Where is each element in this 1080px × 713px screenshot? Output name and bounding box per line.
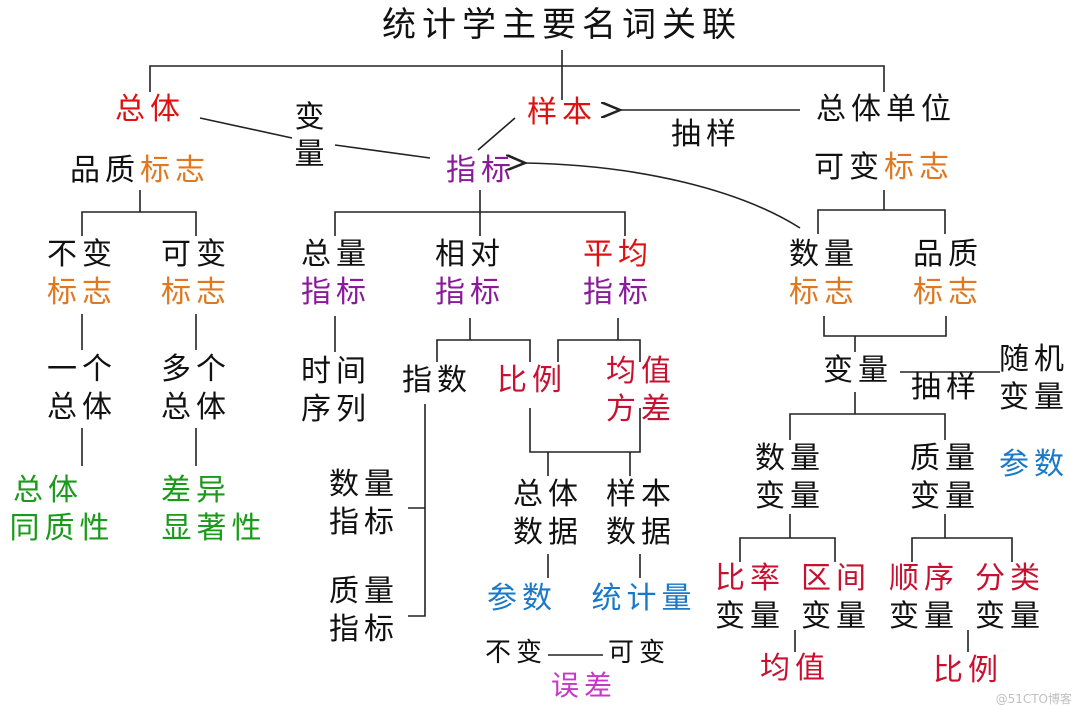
node-indicator: 指标 — [446, 153, 516, 188]
node-statistic: 统计量 — [591, 581, 697, 616]
node-population-data-2: 数据 — [513, 515, 583, 550]
node-sample-data-2: 数据 — [606, 515, 676, 550]
node-index: 指数 — [402, 363, 472, 398]
node-constant-bottom: 不变 — [484, 638, 548, 668]
node-one-population-2: 总体 — [47, 390, 117, 425]
node-multi-population-2: 总体 — [161, 390, 231, 425]
node-relative-indicator-1: 相对 — [435, 237, 505, 272]
node-variable-mark: 可变标志 — [814, 153, 954, 183]
node-quantity-mark-1: 数量 — [789, 237, 859, 272]
node-significance-1: 差异 — [161, 473, 231, 508]
node-quality-variable-2: 变量 — [910, 479, 980, 514]
label-variable-top-2: 量 — [294, 137, 330, 172]
node-ratio-bottom: 比例 — [933, 653, 1003, 688]
node-error: 误差 — [550, 669, 618, 702]
node-variable-mark-part1: 可变 — [814, 150, 884, 185]
node-mean-bottom: 均值 — [760, 651, 830, 686]
node-quantity-indicator-1: 数量 — [329, 467, 399, 502]
node-quality-mark2-2: 标志 — [913, 275, 983, 310]
indicator-arrow — [525, 163, 801, 229]
node-homogeneity-1: 总体 — [13, 473, 83, 508]
node-categorical-variable-1: 分类 — [975, 561, 1045, 596]
node-total-indicator-1: 总量 — [301, 237, 371, 272]
node-sample-data-1: 样本 — [606, 477, 676, 512]
label-sampling-top: 抽样 — [671, 117, 741, 152]
node-significance-2: 显著性 — [161, 511, 267, 546]
node-total-indicator-2: 指标 — [301, 275, 371, 310]
node-sample: 样本 — [527, 95, 597, 130]
node-multi-population-1: 多个 — [161, 352, 231, 387]
node-variable-mark2-2: 标志 — [161, 275, 231, 310]
node-homogeneity-2: 同质性 — [9, 511, 115, 546]
node-variable-mark-part2: 标志 — [884, 150, 954, 185]
node-variable: 变量 — [823, 353, 893, 388]
node-population-data-1: 总体 — [513, 477, 583, 512]
label-sampling-mid: 抽样 — [911, 370, 981, 405]
node-quality-indicator-1: 质量 — [329, 574, 399, 609]
node-quantity-mark-2: 标志 — [789, 275, 859, 310]
node-mean-2: 方差 — [606, 392, 676, 427]
node-quality-mark2-1: 品质 — [913, 237, 983, 272]
node-variable-mark2-1: 可变 — [161, 237, 231, 272]
node-random-variable-2: 变量 — [999, 380, 1069, 415]
node-categorical-variable-2: 变量 — [975, 599, 1045, 634]
node-ratio-variable-2: 变量 — [715, 599, 785, 634]
node-quality-variable-1: 质量 — [910, 441, 980, 476]
node-quantity-indicator-2: 指标 — [329, 505, 399, 540]
node-random-variable-1: 随机 — [999, 342, 1069, 377]
node-constant-mark-1: 不变 — [47, 237, 117, 272]
node-constant-mark-2: 标志 — [47, 275, 117, 310]
node-quantity-variable-1: 数量 — [755, 441, 825, 476]
node-population: 总体 — [115, 92, 185, 127]
node-average-indicator-2: 指标 — [583, 275, 653, 310]
node-interval-variable-2: 变量 — [801, 599, 871, 634]
node-relative-indicator-2: 指标 — [435, 275, 505, 310]
node-quantity-variable-2: 变量 — [755, 479, 825, 514]
node-quality-indicator-2: 指标 — [329, 612, 399, 647]
node-average-indicator-1: 平均 — [583, 237, 653, 272]
node-parameter: 参数 — [487, 581, 557, 616]
node-quality-mark-part1: 品质 — [70, 153, 140, 188]
node-quality-mark-part2: 标志 — [140, 153, 210, 188]
node-quality-mark: 品质标志 — [70, 156, 210, 186]
node-mean-1: 均值 — [606, 354, 676, 389]
node-parameter-right: 参数 — [999, 447, 1069, 482]
node-population-unit: 总体单位 — [816, 92, 956, 127]
node-variable-bottom: 可变 — [607, 638, 671, 668]
label-variable-top-1: 变 — [294, 100, 330, 135]
watermark: @51CTO博客 — [995, 692, 1072, 706]
node-time-series-1: 时间 — [301, 354, 371, 389]
node-ordinal-variable-1: 顺序 — [889, 561, 959, 596]
node-ratio-variable-1: 比率 — [715, 561, 785, 596]
title-bracket — [149, 65, 885, 92]
node-ordinal-variable-2: 变量 — [889, 599, 959, 634]
node-ratio: 比例 — [497, 363, 567, 398]
node-interval-variable-1: 区间 — [801, 561, 871, 596]
node-time-series-2: 序列 — [301, 392, 371, 427]
diagram-title: 统计学主要名词关联 — [382, 5, 742, 45]
node-one-population-1: 一个 — [47, 352, 117, 387]
